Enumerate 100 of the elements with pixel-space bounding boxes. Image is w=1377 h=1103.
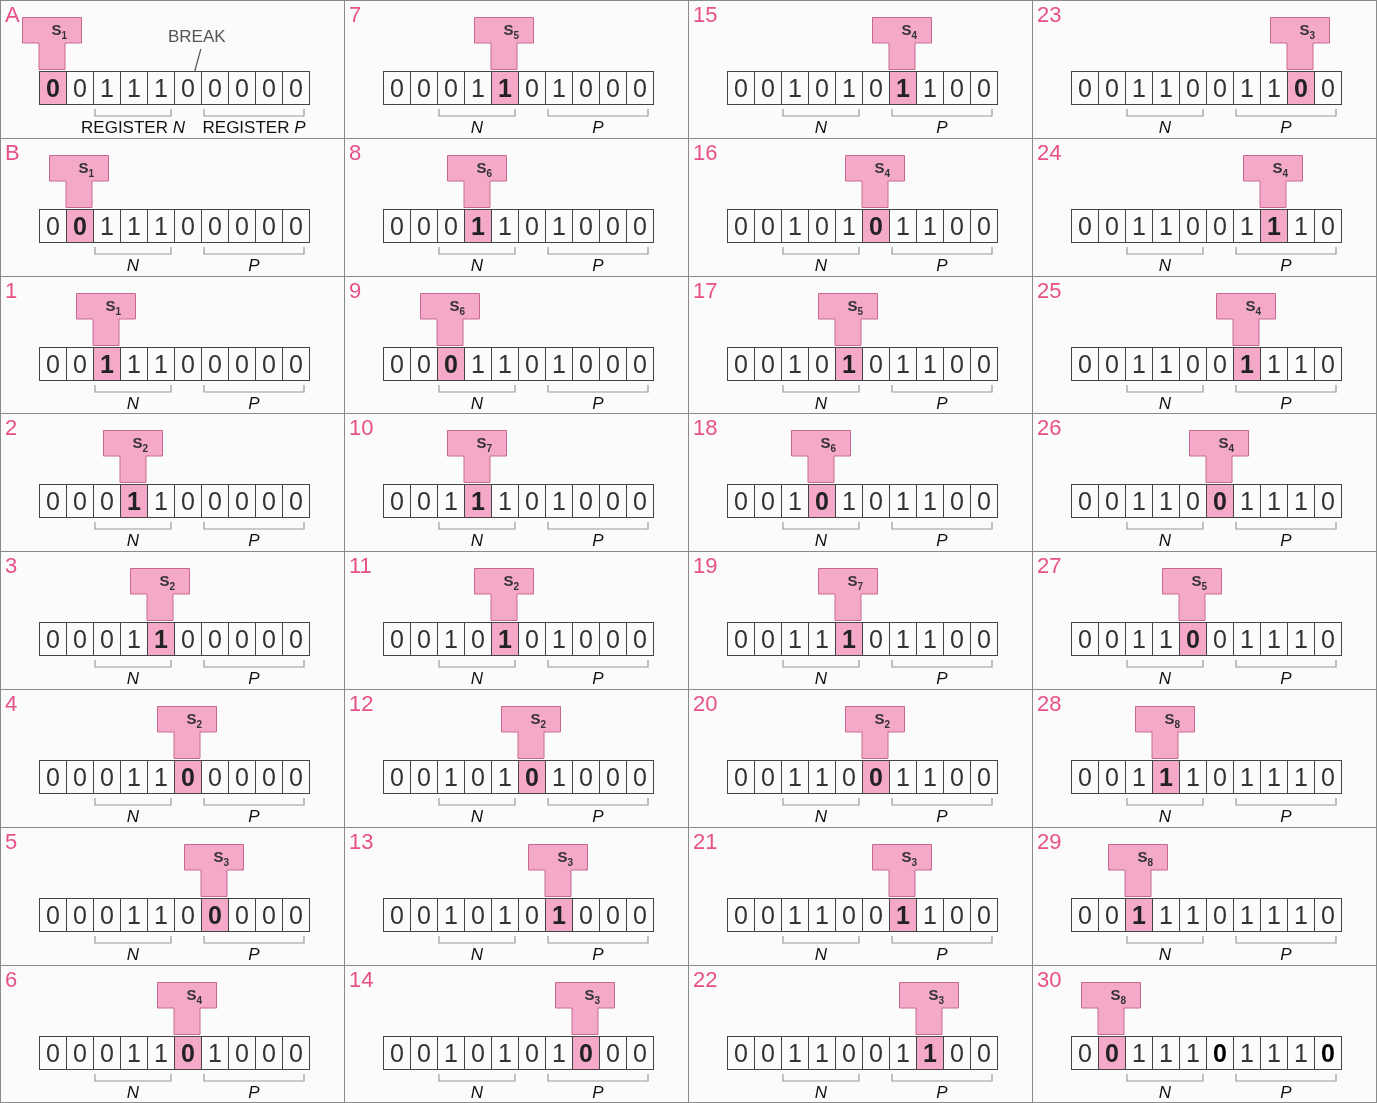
tape-cell: 0 <box>39 346 67 381</box>
tape-cell: 0 <box>518 1035 546 1070</box>
panel <box>688 964 1033 1103</box>
tape-cell: 0 <box>626 897 654 932</box>
tape-cell: 1 <box>1287 760 1315 794</box>
tape-cell: 0 <box>943 622 971 657</box>
tape-cell: 1 <box>1152 346 1180 381</box>
tape-cell: 0 <box>970 484 998 519</box>
tape-cell: 0 <box>1206 1035 1234 1070</box>
tape-cell: 0 <box>201 208 229 243</box>
tape-cell: 1 <box>1287 484 1315 519</box>
tape-cell: 0 <box>410 1035 438 1070</box>
tape-cell: 0 <box>383 897 411 932</box>
panel-number: 20 <box>693 692 718 716</box>
state-label: S$_{3}$ <box>557 847 574 870</box>
tape-cell: 0 <box>282 622 310 657</box>
panel <box>1032 964 1377 1103</box>
panel-number: 27 <box>1037 554 1062 579</box>
tape-cell: 1 <box>1179 760 1207 794</box>
tape-cell: 0 <box>1206 760 1234 794</box>
tape-cell: 1 <box>835 622 863 657</box>
tape-cell: 0 <box>410 484 438 519</box>
tape-cell: 1 <box>93 346 121 381</box>
tape-cell: 1 <box>464 484 492 519</box>
state-label: S$_{2}$ <box>503 572 520 595</box>
tape-cell: 1 <box>916 346 944 381</box>
state-label: S$_{7}$ <box>847 572 864 595</box>
register-label: P <box>248 393 260 414</box>
tape-cell: 0 <box>66 208 94 243</box>
tape-cell: 0 <box>1314 760 1342 794</box>
tape-cell: 0 <box>599 208 627 243</box>
register-label: P <box>592 669 604 690</box>
tape-cell: 0 <box>808 71 836 105</box>
tape-cell: 0 <box>201 484 229 519</box>
register-label: P <box>1280 531 1292 552</box>
panel-number: 6 <box>5 967 18 992</box>
state-label: S$_{3}$ <box>1299 21 1316 43</box>
tape-cell: 0 <box>970 897 998 932</box>
tape-cell: 0 <box>410 208 438 243</box>
tape-cell: 1 <box>889 208 917 243</box>
tape-cell: 0 <box>410 897 438 932</box>
tape-cell: 0 <box>572 622 600 657</box>
tape-cell: 0 <box>174 484 202 519</box>
tape-cell: 0 <box>1098 760 1126 794</box>
tape-cell: 1 <box>1233 897 1261 932</box>
tape-cell: 0 <box>599 484 627 519</box>
tape-cell: 1 <box>545 760 573 794</box>
register-label: N <box>1158 944 1172 965</box>
tape-cell: 0 <box>1071 760 1099 794</box>
tape-cell: 1 <box>437 760 465 794</box>
tape-cell: 1 <box>1152 484 1180 519</box>
state-label: S$_{6}$ <box>820 434 837 457</box>
register-label: N <box>1158 393 1172 414</box>
tape-cell: 0 <box>228 71 256 105</box>
tape-cell: 1 <box>781 71 809 105</box>
state-label: S$_{4}$ <box>1218 434 1235 457</box>
tape-cell: 0 <box>228 484 256 519</box>
register-label: N <box>1158 255 1172 276</box>
panel <box>0 0 345 139</box>
state-label: S$_{4}$ <box>901 21 918 43</box>
tape-cell: 0 <box>835 1035 863 1070</box>
panel-number: 12 <box>349 692 374 716</box>
tape-cell: 1 <box>120 897 148 932</box>
tape-cell: 0 <box>410 71 438 105</box>
panel <box>1032 275 1377 415</box>
register-label: N <box>1158 531 1172 552</box>
tape-cell: 0 <box>282 484 310 519</box>
tape-cell: 0 <box>201 897 229 932</box>
tape-cell: 0 <box>754 208 782 243</box>
tape-cell: 1 <box>93 71 121 105</box>
tape-cell: 1 <box>1125 897 1153 932</box>
panel <box>344 551 689 690</box>
tape-cell: 1 <box>437 622 465 657</box>
tape-cell: 0 <box>626 622 654 657</box>
tape-cell: 0 <box>518 208 546 243</box>
state-label: S$_{6}$ <box>449 296 466 319</box>
tape-cell: 0 <box>970 1035 998 1070</box>
tape-cell: 0 <box>808 208 836 243</box>
tape-cell: 0 <box>727 71 755 105</box>
tape-cell: 1 <box>1287 1035 1315 1070</box>
tape-cell: 1 <box>1287 346 1315 381</box>
panel-number: 13 <box>349 829 374 854</box>
tape-cell: 0 <box>727 484 755 519</box>
tape-cell: 1 <box>120 71 148 105</box>
tape-cell: 0 <box>282 346 310 381</box>
tape-cell: 0 <box>727 760 755 794</box>
tape-cell: 0 <box>1071 622 1099 657</box>
tape-cell: 0 <box>1314 1035 1342 1070</box>
tape-cell: 0 <box>174 1035 202 1070</box>
register-label: P <box>248 255 260 276</box>
tape-cell: 0 <box>754 897 782 932</box>
register-label: P <box>248 944 260 965</box>
panel-number: 11 <box>349 554 372 579</box>
tape-cell: 0 <box>1287 71 1315 105</box>
tape-cell: 1 <box>147 208 175 243</box>
state-label: S$_{3}$ <box>584 985 601 1008</box>
tape-cell: 1 <box>1125 1035 1153 1070</box>
tape-cell: 0 <box>808 484 836 519</box>
panel-number: 10 <box>349 416 374 441</box>
tape-cell: 0 <box>626 208 654 243</box>
